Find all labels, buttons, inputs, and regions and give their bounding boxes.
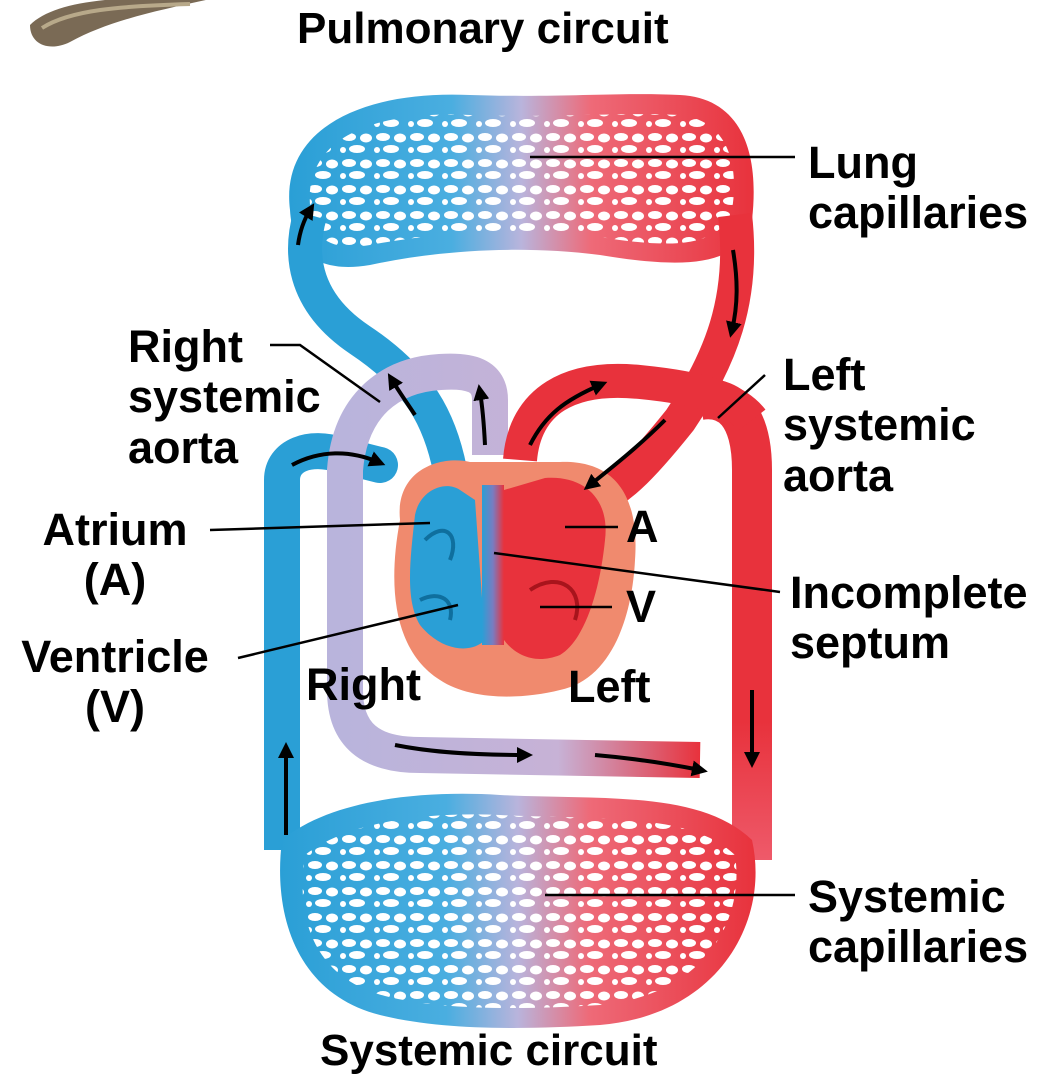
right-side-label: Right	[306, 660, 421, 710]
left-systemic-aorta-label: Left systemic aorta	[783, 350, 976, 501]
ventricle-label: Ventricle (V)	[5, 632, 225, 733]
systemic-circuit-title: Systemic circuit	[320, 1026, 658, 1075]
left-side-label: Left	[568, 662, 651, 712]
right-outer-vessel	[700, 399, 752, 860]
atrium-short-label: A	[626, 502, 659, 552]
pulmonary-circuit-title: Pulmonary circuit	[297, 4, 669, 53]
systemic-capillary-bed	[280, 794, 756, 1028]
ventricle-short-label: V	[626, 582, 656, 632]
right-systemic-aorta-label: Right systemic aorta	[128, 322, 321, 473]
atrium-label: Atrium (A)	[30, 505, 200, 606]
systemic-capillaries-label: Systemic capillaries	[808, 872, 1028, 973]
snake-icon	[30, 0, 215, 47]
lung-capillaries-label: Lung capillaries	[808, 138, 1028, 239]
incomplete-septum-label: Incomplete septum	[790, 568, 1028, 669]
lung-capillary-bed	[289, 94, 754, 267]
